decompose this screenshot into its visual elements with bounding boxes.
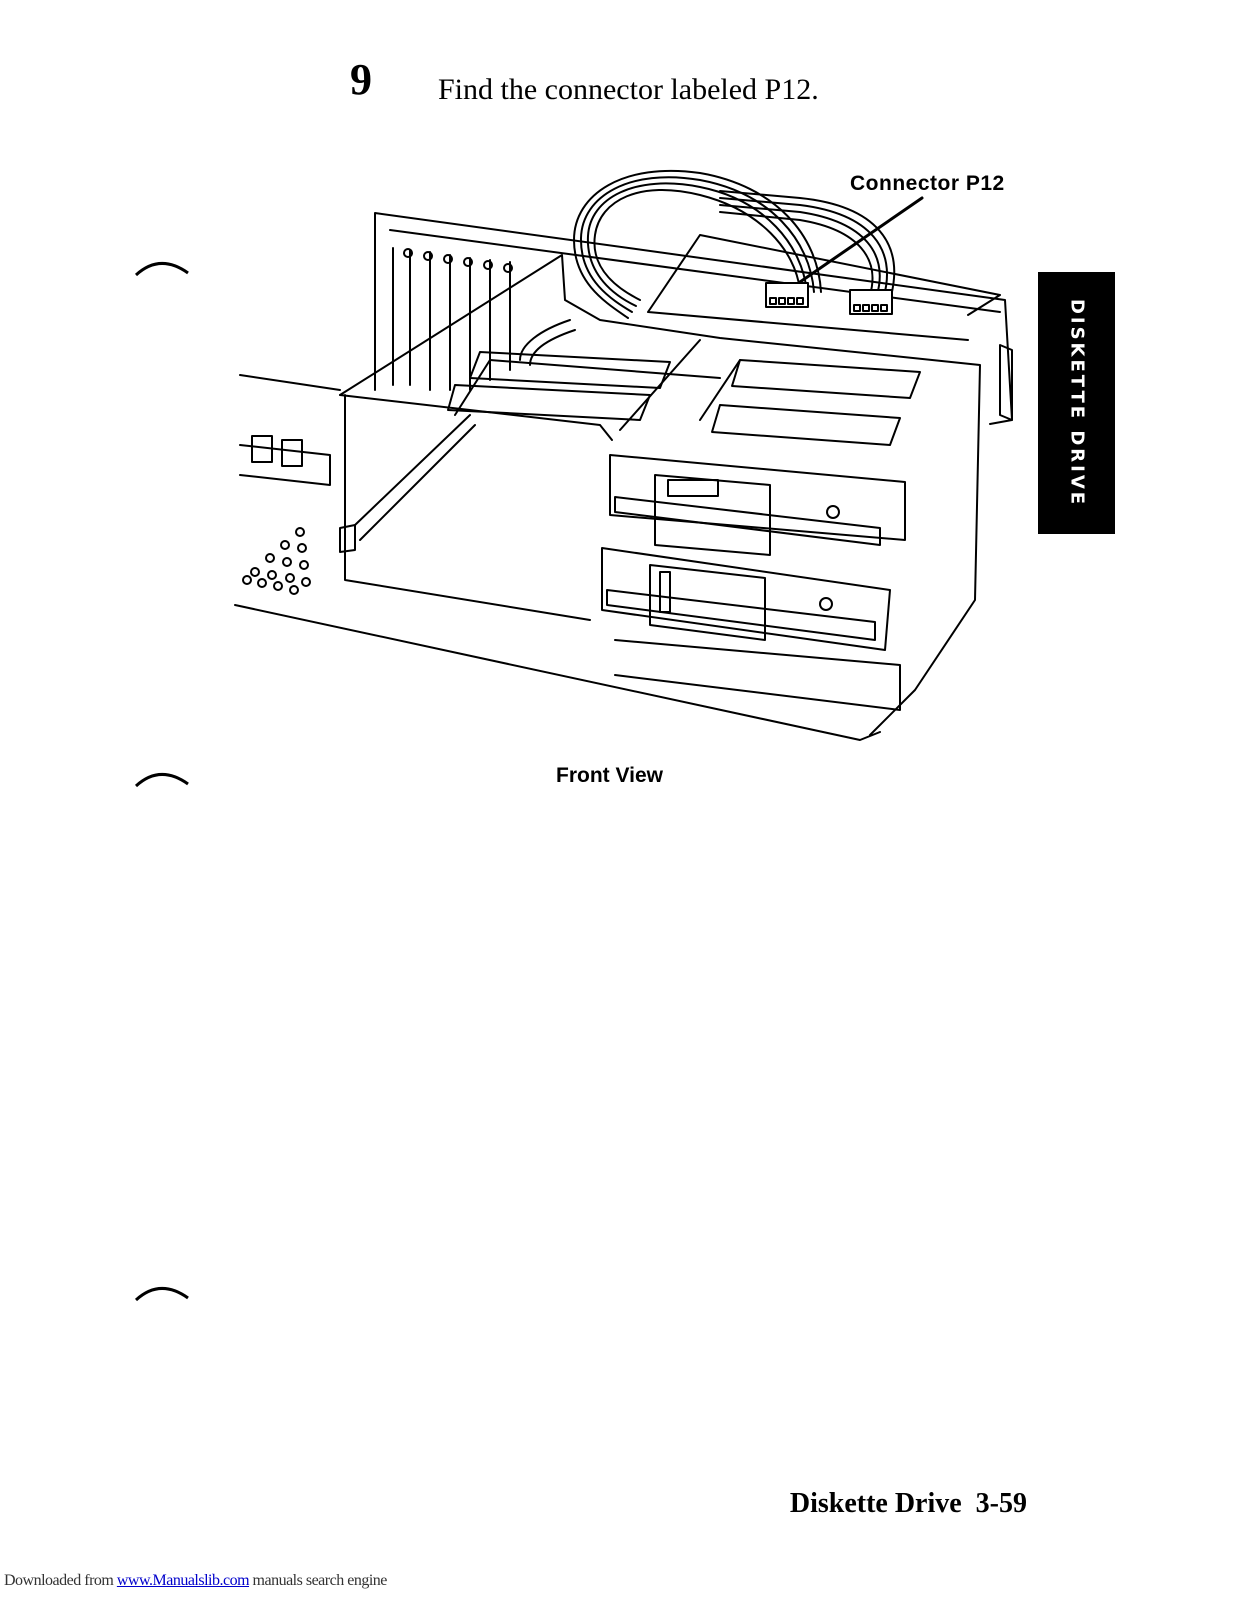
section-tab-label: DISKETTE DRIVE xyxy=(1066,298,1087,508)
step-number: 9 xyxy=(350,55,372,104)
callout-leader-line xyxy=(798,196,924,284)
binder-mark-top xyxy=(134,262,189,277)
figure-caption: Front View xyxy=(556,764,663,787)
download-note-suffix: manuals search engine xyxy=(249,1572,388,1589)
callout-label: Connector P12 xyxy=(850,172,1005,195)
diskette-drive-1 xyxy=(609,454,906,556)
section-tab: DISKETTE DRIVE xyxy=(1038,272,1115,534)
download-note: Downloaded from www.Manualslib.com manua… xyxy=(4,1572,387,1590)
connector-p12 xyxy=(765,282,809,308)
download-note-prefix: Downloaded from xyxy=(4,1572,117,1589)
expansion-slots xyxy=(392,247,513,391)
system-unit-illustration xyxy=(234,169,1013,741)
footer-section-title: Diskette Drive xyxy=(789,1488,962,1519)
connector-second xyxy=(849,289,893,315)
step-instruction: Find the connector labeled P12. xyxy=(438,73,819,106)
vent-holes xyxy=(242,527,311,595)
binder-mark-bottom xyxy=(134,1287,189,1302)
footer-page-number: 3-59 xyxy=(975,1488,1027,1519)
manualslib-link[interactable]: www.Manualslib.com xyxy=(116,1572,250,1589)
binder-mark-middle xyxy=(134,773,189,788)
diskette-drive-2 xyxy=(601,547,901,711)
page-footer: Diskette Drive 3-59 xyxy=(790,1488,1027,1520)
